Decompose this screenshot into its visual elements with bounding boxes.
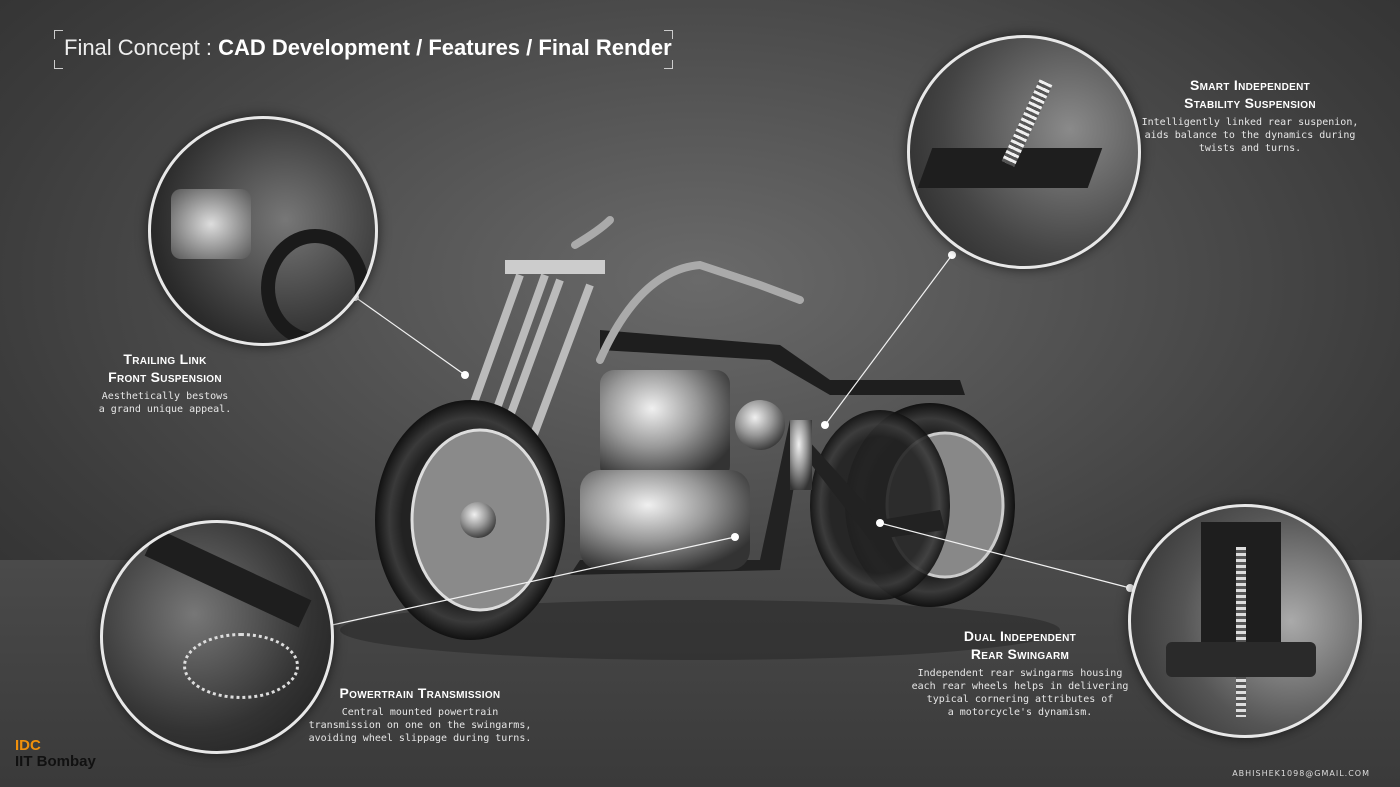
chain-detail: [1236, 547, 1246, 717]
feature-front-suspension: Trailing Link Front Suspension Aesthetic…: [70, 350, 260, 416]
frame-top: [600, 330, 965, 395]
front-hub: [460, 502, 496, 538]
feature-description: Intelligently linked rear suspenion,aids…: [1141, 117, 1359, 154]
detail-front-suspension: [148, 116, 378, 346]
leader-line-front-suspension: [354, 296, 466, 376]
bracket: [664, 60, 673, 69]
bracket: [664, 30, 673, 39]
chain-detail: [183, 633, 299, 699]
rear-wheel-inner: [810, 410, 950, 600]
logo-idc: IDC: [15, 737, 41, 754]
front-forks: [426, 273, 594, 527]
page-title: Final Concept : CAD Development / Featur…: [54, 30, 682, 66]
idc-logo: IDC IIT Bombay: [15, 738, 96, 770]
detail-powertrain: [100, 520, 334, 754]
callout-dot: [876, 519, 884, 527]
feature-heading: Smart Independent: [1190, 77, 1310, 93]
title-main: CAD Development / Features / Final Rende…: [218, 35, 672, 60]
feature-heading: Powertrain Transmission: [339, 685, 501, 701]
logo-iit-bombay: IIT Bombay: [15, 753, 96, 770]
feature-rear-suspension: Smart Independent Stability Suspension I…: [1130, 76, 1370, 155]
leader-line-powertrain: [322, 536, 736, 628]
engine-detail: [171, 189, 251, 259]
feature-powertrain: Powertrain Transmission Central mounted …: [300, 684, 540, 745]
feature-heading: Front Suspension: [108, 369, 222, 385]
feature-heading: Dual Independent: [963, 628, 1077, 644]
transmission: [580, 470, 750, 570]
callout-dot: [948, 251, 956, 259]
bracket: [54, 30, 63, 39]
author-email: ABHISHEK1098@GMAIL.COM: [1232, 769, 1370, 778]
engine: [600, 370, 730, 480]
handlebar: [571, 216, 804, 364]
leader-line-swingarm: [879, 522, 1131, 589]
swingarm-detail: [1166, 642, 1316, 677]
detail-swingarm: [1128, 504, 1362, 738]
callout-dot: [461, 371, 469, 379]
triple-clamp: [505, 260, 605, 274]
leader-line-rear-suspension: [824, 254, 953, 426]
callout-dot: [821, 421, 829, 429]
feature-heading: Rear Swingarm: [970, 646, 1070, 662]
rear-shock: [790, 420, 812, 490]
air-filter: [735, 400, 785, 450]
feature-swingarm: Dual Independent Rear Swingarm Independe…: [900, 627, 1140, 719]
detail-rear-suspension: [907, 35, 1141, 269]
callout-dot: [731, 533, 739, 541]
feature-heading: Stability Suspension: [1184, 95, 1316, 111]
wheel-detail: [261, 229, 369, 343]
bracket: [54, 60, 63, 69]
swingarm-detail: [144, 528, 312, 628]
feature-heading: Trailing Link: [123, 351, 207, 367]
title-prefix: Final Concept :: [64, 35, 219, 60]
